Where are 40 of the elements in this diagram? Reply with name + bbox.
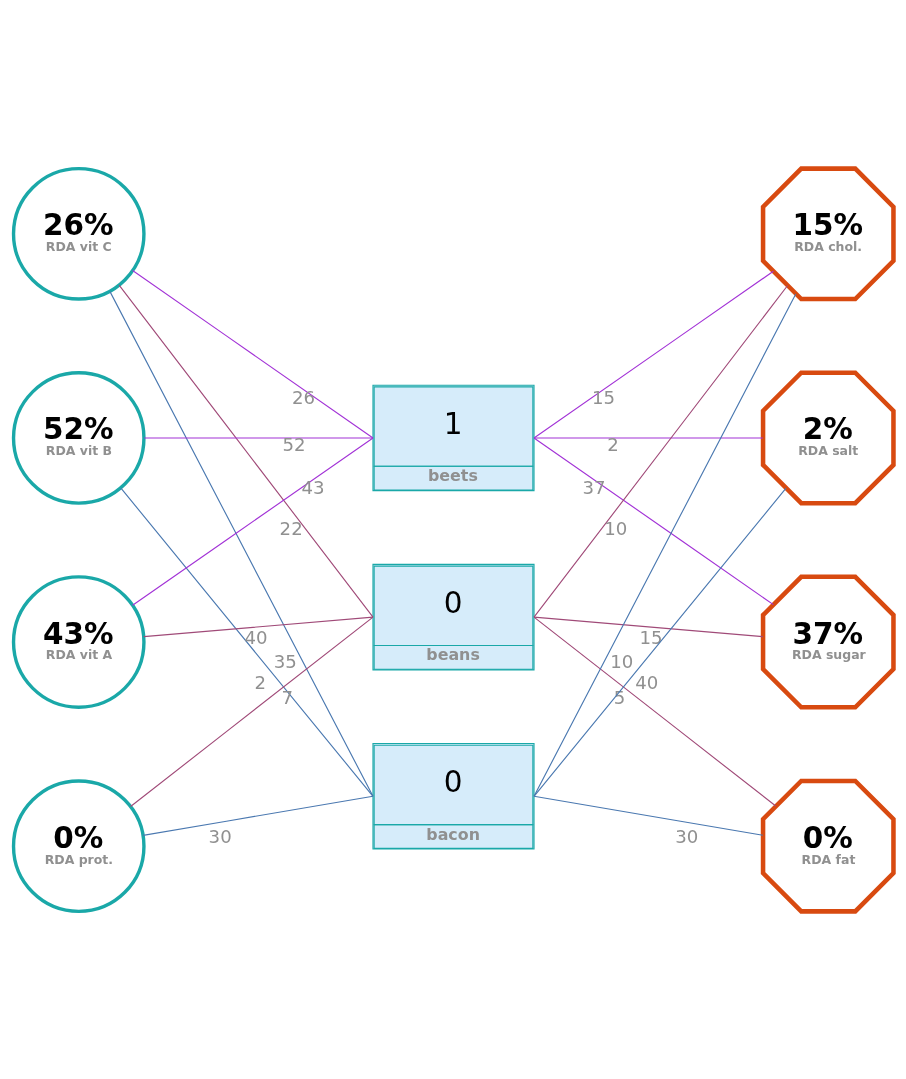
edge-label: 15 [638, 626, 662, 648]
edge-label: 2 [606, 433, 619, 455]
connector [532, 436, 774, 605]
edge-label: 5 [613, 686, 625, 708]
node-circle: 52% RDA vit B [11, 370, 146, 505]
connector [532, 795, 763, 836]
connector [131, 269, 374, 438]
edge-label: 15 [591, 386, 615, 408]
edge-label: 40 [244, 626, 268, 648]
connector [142, 616, 374, 637]
edge-label: 22 [279, 517, 303, 539]
edge-label: 52 [282, 433, 306, 455]
edge-label: 7 [281, 686, 293, 708]
edge-label: 43 [300, 476, 324, 498]
connector [532, 292, 796, 797]
node-circle: 0% RDA prot. [11, 778, 146, 913]
edge-label: 10 [603, 517, 627, 539]
connector [119, 487, 374, 797]
edge-label: 2 [253, 671, 266, 693]
edge-label: 35 [273, 650, 297, 672]
connector [142, 795, 374, 836]
edge-label: 40 [634, 671, 658, 693]
connector [129, 616, 374, 807]
edge-label: 26 [291, 386, 315, 408]
edge-label: 10 [609, 650, 633, 672]
connector [532, 436, 763, 438]
connector [108, 290, 374, 797]
node-circle: 43% RDA vit A [11, 574, 146, 709]
connector [118, 284, 374, 618]
connector [532, 284, 788, 618]
connector [532, 616, 776, 807]
node-circle: 26% RDA vit C [11, 166, 146, 301]
connector [532, 270, 774, 438]
edge-label: 30 [674, 825, 698, 847]
connector [143, 436, 374, 438]
connector [532, 616, 763, 637]
edge-label: 37 [582, 476, 606, 498]
edge-label: 30 [208, 825, 232, 847]
connector [532, 487, 787, 797]
connector [131, 436, 374, 606]
